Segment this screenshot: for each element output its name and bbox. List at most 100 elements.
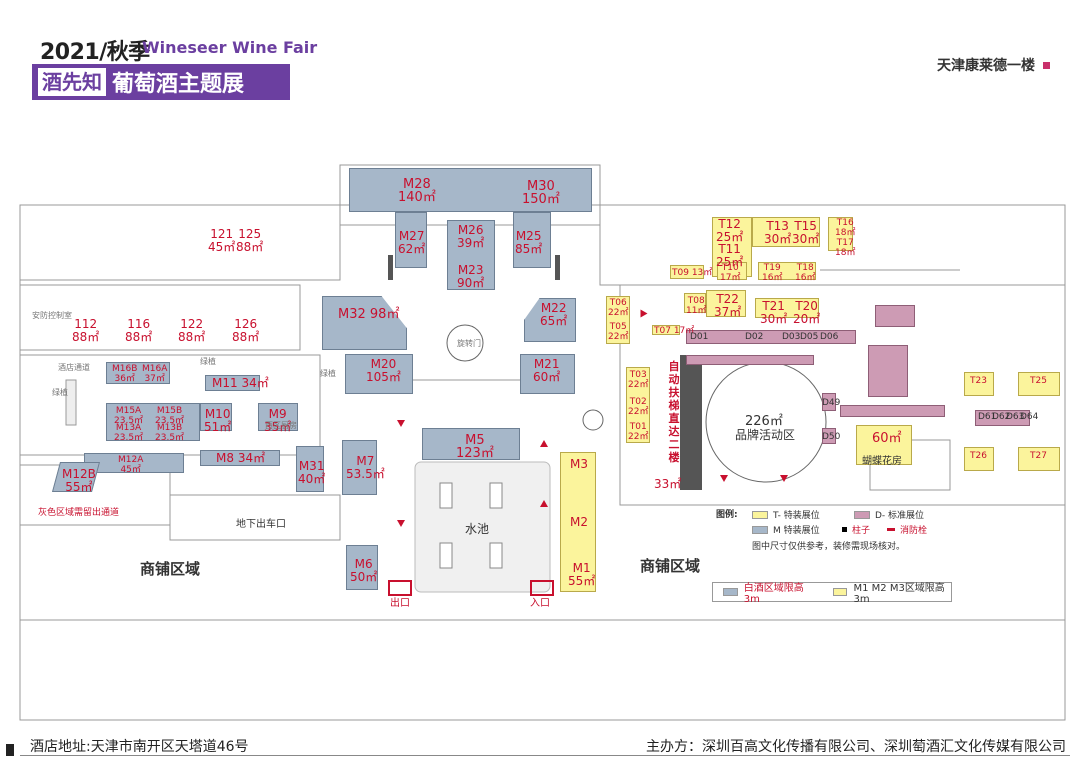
brand-cn-sub: 酒先知: [38, 68, 106, 96]
flow-arrow-icon: [640, 309, 648, 318]
booth-d49[interactable]: [822, 393, 836, 411]
label-t26: T26: [970, 451, 987, 461]
booth-t18-t19[interactable]: [758, 262, 816, 280]
label-t23: T23: [970, 376, 987, 386]
booth-t13-t15[interactable]: [752, 217, 820, 247]
booth-m15-m13[interactable]: [106, 403, 200, 441]
label-m2: M2: [570, 515, 588, 529]
m-swatch-icon: [752, 525, 768, 534]
label-m8: M8 34㎡: [216, 451, 266, 465]
booth-t22[interactable]: [706, 290, 746, 317]
booth-m5[interactable]: [422, 428, 520, 460]
label-d02: D02: [745, 332, 764, 342]
booth-m25[interactable]: [513, 212, 551, 268]
label-m11: M11 34㎡: [212, 376, 269, 390]
white-zone-swatch-icon: [723, 588, 738, 596]
booth-t01-t03[interactable]: [626, 367, 650, 443]
booth-m7[interactable]: [342, 440, 377, 495]
booth-t05-t06[interactable]: [606, 296, 630, 344]
exit-label: 出口: [390, 598, 410, 609]
booth-t10[interactable]: [717, 262, 747, 280]
booth-m1-m3[interactable]: [560, 452, 596, 592]
booth-d-row-top[interactable]: [686, 330, 856, 344]
booth-m6[interactable]: [346, 545, 378, 590]
booth-m20[interactable]: [345, 354, 413, 394]
booth-d50[interactable]: [822, 428, 836, 444]
footer: [0, 730, 1080, 760]
booth-m9[interactable]: [258, 403, 298, 431]
booth-t09[interactable]: [670, 265, 704, 279]
shop-area-right: 商铺区域: [640, 557, 701, 575]
booth-t08[interactable]: [684, 293, 706, 313]
west-hall-label: 西区厨房: [265, 421, 297, 430]
booth-d16-d23[interactable]: [875, 305, 915, 327]
booth-t26[interactable]: [964, 447, 994, 471]
booth-t23[interactable]: [964, 372, 994, 396]
booth-m10[interactable]: [200, 403, 232, 431]
booth-m8[interactable]: [200, 450, 280, 466]
escalator-note: 自动扶梯直达二楼: [668, 360, 680, 464]
booth-m27[interactable]: [395, 212, 427, 268]
venue-location: 天津康莱德一楼: [937, 55, 1050, 75]
booth-m23[interactable]: [447, 220, 495, 290]
booth-d61-d64[interactable]: [975, 410, 1030, 426]
label-m32: M32 98㎡: [338, 307, 400, 322]
exit-door-icon: [388, 580, 412, 596]
label-t25: T25: [1030, 376, 1047, 386]
booth-m31[interactable]: [296, 446, 324, 492]
legend-t-item: T- 特装展位: [752, 508, 820, 521]
car-exit-label: 地下出车口: [236, 519, 286, 530]
label-d50: D50: [822, 432, 841, 442]
booth-m11[interactable]: [205, 375, 260, 391]
booth-t16-t17[interactable]: [828, 217, 853, 251]
label-t07: T07 17㎡: [654, 326, 695, 336]
booth-d38-d48[interactable]: [868, 345, 908, 397]
label-d01: D01: [690, 332, 709, 342]
butterfly-area-name: 蝴蝶花房: [862, 456, 902, 467]
pool-label: 水池: [465, 522, 490, 536]
label-d61: D61: [978, 412, 997, 422]
butterfly-room[interactable]: [856, 425, 912, 465]
booth-t07[interactable]: [652, 325, 680, 335]
booth-t27[interactable]: [1018, 447, 1060, 471]
height-limit-box: 白酒区域限高3m M1 M2 M3区域限高3m: [712, 582, 952, 605]
legend-note: 图中尺寸仅供参考，装修需现场核对。: [752, 542, 906, 552]
side-room-size: 33㎡: [654, 477, 682, 491]
location-text: 天津康莱德一楼: [937, 58, 1035, 74]
butterfly-area-size: 60㎡: [872, 431, 902, 446]
booth-t25[interactable]: [1018, 372, 1060, 396]
flow-arrow-icon: [397, 520, 405, 527]
label-d62: D62: [992, 412, 1011, 422]
hotel-address: 酒店地址:天津市南开区天塔道46号: [30, 739, 249, 755]
booth-m28-m30-zone[interactable]: [349, 168, 592, 212]
booth-m16[interactable]: [106, 362, 170, 384]
booth-d-row-51-60[interactable]: [840, 405, 945, 417]
booth-t20-t21[interactable]: [755, 298, 819, 318]
fair-year: 2021/秋季: [40, 40, 150, 65]
booth-d-row-25-36[interactable]: [686, 355, 814, 365]
booth-m21[interactable]: [520, 354, 575, 394]
label-d64: D64: [1020, 412, 1039, 422]
